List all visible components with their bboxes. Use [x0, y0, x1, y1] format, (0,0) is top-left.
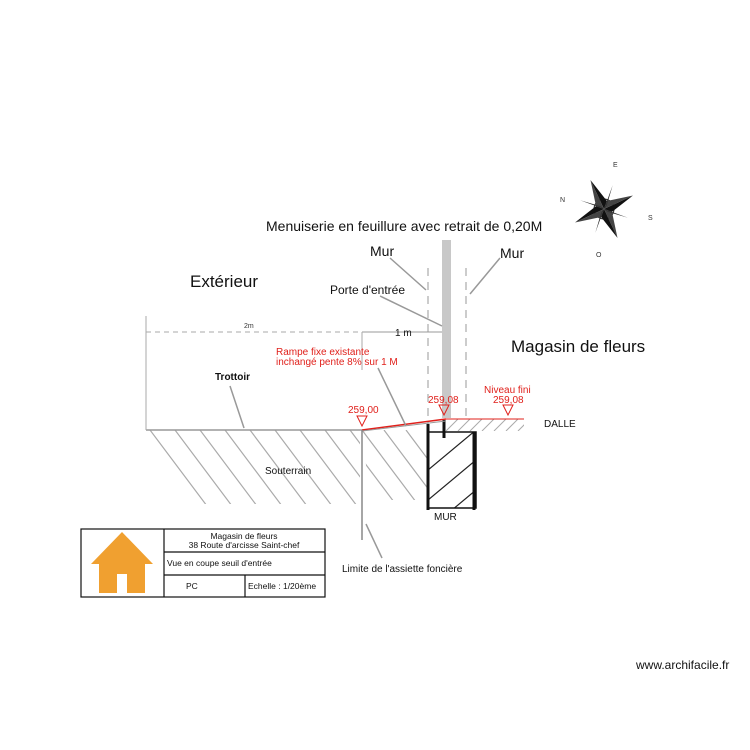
titleblock-project-line1: Magasin de fleurs: [210, 531, 277, 541]
label-dalle: DALLE: [544, 419, 576, 430]
leader-trottoir: [229, 385, 245, 429]
titleblock-phase: PC: [186, 581, 198, 591]
label-level-259-08-a: 259,08: [428, 395, 459, 406]
compass-label-o: O: [596, 252, 602, 259]
label-dim-1m: 1 m: [395, 328, 412, 339]
label-magasin: Magasin de fleurs: [511, 337, 645, 356]
label-exterieur: Extérieur: [190, 272, 258, 291]
compass-rose: [574, 179, 634, 239]
label-mur-bottom: MUR: [434, 512, 457, 523]
leader-rampe: [377, 367, 407, 427]
label-niveau-fini: Niveau fini: [484, 385, 531, 396]
label-level-259-08-b: 259,08: [493, 395, 524, 406]
home-logo-icon: [91, 532, 153, 593]
label-trottoir: Trottoir: [215, 372, 250, 383]
compass-label-e: E: [613, 162, 618, 169]
ground-hatching: [149, 430, 360, 504]
label-level-259-00: 259,00: [348, 405, 379, 416]
level-marker-259-08-b: [502, 404, 514, 417]
ramp-line-base: [361, 420, 447, 432]
label-rampe-line2: inchangé pente 8% sur 1 M: [276, 357, 398, 368]
label-mur-right: Mur: [500, 245, 524, 261]
level-marker-259-00: [356, 415, 368, 428]
ramp-line: [361, 418, 447, 431]
title-block: Magasin de fleurs 38 Route d'arcisse Sai…: [80, 528, 326, 598]
titleblock-scale: Echelle : 1/20ème: [248, 581, 316, 591]
label-porte: Porte d'entrée: [330, 283, 405, 297]
label-dim-2m: 2m: [244, 323, 254, 330]
titleblock-project-line2: 38 Route d'arcisse Saint-chef: [189, 540, 300, 550]
wall-hatching: [428, 432, 476, 508]
leader-limite: [365, 523, 383, 559]
leader-porte: [379, 295, 443, 327]
compass-label-n: N: [560, 197, 565, 204]
leader-mur-right: [469, 257, 501, 295]
label-limite: Limite de l'assiette foncière: [342, 564, 463, 575]
slab-hatching: [446, 419, 524, 431]
label-rampe-line1: Rampe fixe existante: [276, 347, 370, 358]
compass-label-s: S: [648, 215, 653, 222]
label-mur-left: Mur: [370, 243, 394, 259]
leader-mur-left: [389, 257, 427, 291]
label-menuiserie: Menuiserie en feuillure avec retrait de …: [266, 218, 542, 234]
level-marker-259-08-a: [438, 404, 450, 417]
ground-hatching-ramp: [362, 430, 428, 500]
label-souterrain: Souterrain: [265, 466, 311, 477]
watermark: www.archifacile.fr: [635, 658, 729, 672]
titleblock-view: Vue en coupe seuil d'entrée: [167, 558, 272, 568]
door-leaf: [442, 240, 451, 418]
